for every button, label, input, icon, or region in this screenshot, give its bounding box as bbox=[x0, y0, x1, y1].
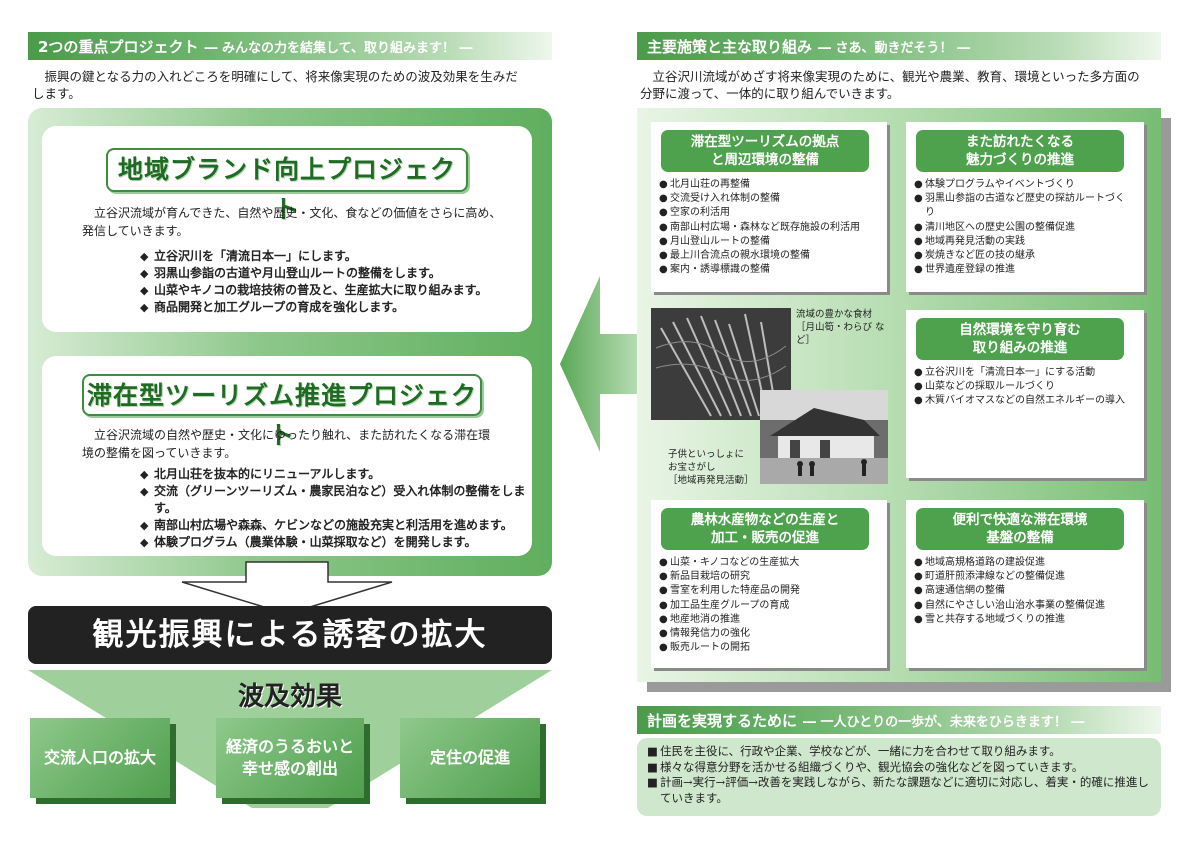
card-item: 空家の利活用 bbox=[659, 206, 860, 220]
card-item: 炭焼きなど匠の技の継承 bbox=[914, 249, 1134, 263]
card-item: 山菜・キノコなどの生産拡大 bbox=[659, 556, 800, 570]
card-item: 高速通信網の整備 bbox=[914, 584, 1136, 598]
right-intro: 立谷沢川流域がめざす将来像実現のために、観光や農業、教育、環境といった多方面の分… bbox=[640, 69, 1140, 101]
measure-card-attraction: また訪れたくなる 魅力づくりの推進 体験プログラムやイベントづくり 羽黒山参詣の… bbox=[906, 122, 1144, 292]
project2-item: 交流（グリーンツーリズム・農家民泊など）受入れ体制の整備をします。 bbox=[140, 483, 530, 517]
card-list: 立谷沢川を「清流日本一」にする活動 山菜などの採取ルールづくり 木質バイオマスな… bbox=[914, 366, 1134, 409]
card-item: 地域高規格道路の建設促進 bbox=[914, 556, 1136, 570]
card-item: 案内・誘導標識の整備 bbox=[659, 263, 860, 277]
project2-desc: 立谷沢流域の自然や歴史・文化にゆったり触れ、また訪れたくなる滞在環境の整備を図っ… bbox=[82, 428, 491, 460]
effect-box-1: 交流人口の拡大 bbox=[30, 718, 170, 798]
card-title: 便利で快適な滞在環境 基盤の整備 bbox=[916, 508, 1124, 550]
card-item: 新品目栽培の研究 bbox=[659, 570, 800, 584]
effect-box-2: 経済のうるおいと 幸せ感の創出 bbox=[216, 718, 364, 798]
card-item: 北月山荘の再整備 bbox=[659, 178, 860, 192]
right-section-title: 主要施策と主な取り組み bbox=[647, 37, 813, 56]
plan-list: 住民を主役に、行政や企業、学校などが、一緒に力を合わせて取り組みます。 様々な得… bbox=[647, 744, 1157, 806]
left-section-title: 2つの重点プロジェクト bbox=[38, 37, 199, 56]
right-section-header: 主要施策と主な取り組み ― さあ、動きだそう！ ― bbox=[637, 32, 1161, 60]
main-goal-banner: 観光振興による誘客の拡大 bbox=[28, 606, 552, 664]
card-item: 南部山村広場・森林など既存施設の利活用 bbox=[659, 221, 860, 235]
card-item: 加工品生産グループの育成 bbox=[659, 599, 800, 613]
measure-card-tourism-base: 滞在型ツーリズムの拠点 と周辺環境の整備 北月山荘の再整備 交流受け入れ体制の整… bbox=[651, 122, 887, 292]
card-item: 清川地区への歴史公園の整備促進 bbox=[914, 221, 1134, 235]
card-title: 自然環境を守り育む 取り組みの推進 bbox=[916, 318, 1124, 360]
left-section-header: 2つの重点プロジェクト ― みんなの力を結集して、取り組みます！ ― bbox=[28, 32, 552, 60]
project1-desc: 立谷沢流域が育んできた、自然や歴史・文化、食などの価値をさらに高め、発信していき… bbox=[82, 206, 502, 238]
project1-item: 商品開発と加工グループの育成を強化します。 bbox=[140, 299, 530, 316]
plan-item: 様々な得意分野を活かせる組織づくりや、観光協会の強化などを図っていきます。 bbox=[647, 760, 1157, 776]
card-list: 体験プログラムやイベントづくり 羽黒山参詣の古道など歴史の探訪ルートづくり 清川… bbox=[914, 178, 1134, 278]
project2-item: 北月山荘を抜本的にリニューアルします。 bbox=[140, 466, 530, 483]
project2-item: 体験プログラム（農業体験・山菜採取など）を開発します。 bbox=[140, 534, 530, 551]
project2-list: 北月山荘を抜本的にリニューアルします。 交流（グリーンツーリズム・農家民泊など）… bbox=[140, 466, 530, 551]
card-title: 滞在型ツーリズムの拠点 と周辺環境の整備 bbox=[661, 130, 869, 172]
plan-section-title: 計画を実現するために bbox=[647, 711, 798, 730]
project1-item: 立谷沢川を「清流日本一」にします。 bbox=[140, 248, 530, 265]
card-item: 羽黒山参詣の古道など歴史の探訪ルートづくり bbox=[914, 192, 1134, 220]
card-item: 月山登山ルートの整備 bbox=[659, 235, 860, 249]
card-item: 最上川合流点の親水環境の整備 bbox=[659, 249, 860, 263]
activity-photo-caption: 子供といっしょに お宝さがし ［地域再発見活動］ bbox=[668, 449, 754, 486]
card-item: 自然にやさしい治山治水事業の整備促進 bbox=[914, 599, 1136, 613]
card-item: 雪室を利用した特産品の開発 bbox=[659, 584, 800, 598]
card-item: 雪と共存する地域づくりの推進 bbox=[914, 613, 1136, 627]
effect-box-3: 定住の促進 bbox=[400, 718, 540, 798]
card-item: 町道肝煎添津線などの整備促進 bbox=[914, 570, 1136, 584]
project1-item: 山菜やキノコの栽培技術の普及と、生産拡大に取り組みます。 bbox=[140, 282, 530, 299]
project1-title: 地域ブランド向上プロジェクト bbox=[106, 148, 468, 224]
plan-item: 住民を主役に、行政や企業、学校などが、一緒に力を合わせて取り組みます。 bbox=[647, 744, 1157, 760]
card-item: 立谷沢川を「清流日本一」にする活動 bbox=[914, 366, 1134, 380]
card-list: 山菜・キノコなどの生産拡大 新品目栽培の研究 雪室を利用した特産品の開発 加工品… bbox=[659, 556, 800, 656]
card-item: 木質バイオマスなどの自然エネルギーの導入 bbox=[914, 394, 1134, 408]
card-item: 交流受け入れ体制の整備 bbox=[659, 192, 860, 206]
effect-box-2-label: 経済のうるおいと 幸せ感の創出 bbox=[225, 737, 354, 778]
food-photo-caption: 流域の豊かな食材 ［月山筍・わらび など］ bbox=[796, 309, 885, 346]
left-section-subtitle: ― みんなの力を結集して、取り組みます！ ― bbox=[204, 40, 473, 56]
measure-card-infrastructure: 便利で快適な滞在環境 基盤の整備 地域高規格道路の建設促進 町道肝煎添津線などの… bbox=[906, 500, 1144, 668]
plan-item: 計画→実行→評価→改善を実践しながら、新たな課題などに適切に対応し、着実・的確に… bbox=[647, 775, 1157, 806]
card-item: 情報発信力の強化 bbox=[659, 627, 800, 641]
project1-list: 立谷沢川を「清流日本一」にします。 羽黒山参詣の古道や月山登山ルートの整備をしま… bbox=[140, 248, 530, 316]
left-arrow-icon bbox=[560, 276, 638, 452]
card-item: 山菜などの採取ルールづくり bbox=[914, 380, 1134, 394]
right-section-subtitle: ― さあ、動きだそう！ ― bbox=[818, 40, 971, 56]
measure-card-environment: 自然環境を守り育む 取り組みの推進 立谷沢川を「清流日本一」にする活動 山菜など… bbox=[906, 310, 1144, 478]
card-title: また訪れたくなる 魅力づくりの推進 bbox=[916, 130, 1124, 172]
project2-title: 滞在型ツーリズム推進プロジェクト bbox=[82, 374, 482, 450]
card-list: 北月山荘の再整備 交流受け入れ体制の整備 空家の利活用 南部山村広場・森林など既… bbox=[659, 178, 860, 278]
house-photo bbox=[760, 390, 888, 484]
card-item: 地域再発見活動の実践 bbox=[914, 235, 1134, 249]
plan-section-subtitle: ― 一人ひとりの一歩が、未来をひらきます！ ― bbox=[803, 714, 1085, 730]
effect-title: 波及効果 bbox=[237, 682, 342, 712]
plan-section-header: 計画を実現するために ― 一人ひとりの一歩が、未来をひらきます！ ― bbox=[637, 706, 1161, 734]
project1-item: 羽黒山参詣の古道や月山登山ルートの整備をします。 bbox=[140, 265, 530, 282]
card-item: 地産地消の推進 bbox=[659, 613, 800, 627]
left-intro: 振興の鍵となる力の入れどころを明確にして、将来像実現のための波及効果を生みだしま… bbox=[32, 69, 518, 101]
card-list: 地域高規格道路の建設促進 町道肝煎添津線などの整備促進 高速通信網の整備 自然に… bbox=[914, 556, 1136, 627]
measure-card-production: 農林水産物などの生産と 加工・販売の促進 山菜・キノコなどの生産拡大 新品目栽培… bbox=[651, 500, 887, 668]
card-item: 体験プログラムやイベントづくり bbox=[914, 178, 1134, 192]
down-arrow-icon bbox=[181, 561, 393, 615]
card-title: 農林水産物などの生産と 加工・販売の促進 bbox=[661, 508, 869, 550]
card-item: 世界遺産登録の推進 bbox=[914, 263, 1134, 277]
card-item: 販売ルートの開拓 bbox=[659, 641, 800, 655]
project2-item: 南部山村広場や森森、ケビンなどの施設充実と利活用を進めます。 bbox=[140, 517, 530, 534]
